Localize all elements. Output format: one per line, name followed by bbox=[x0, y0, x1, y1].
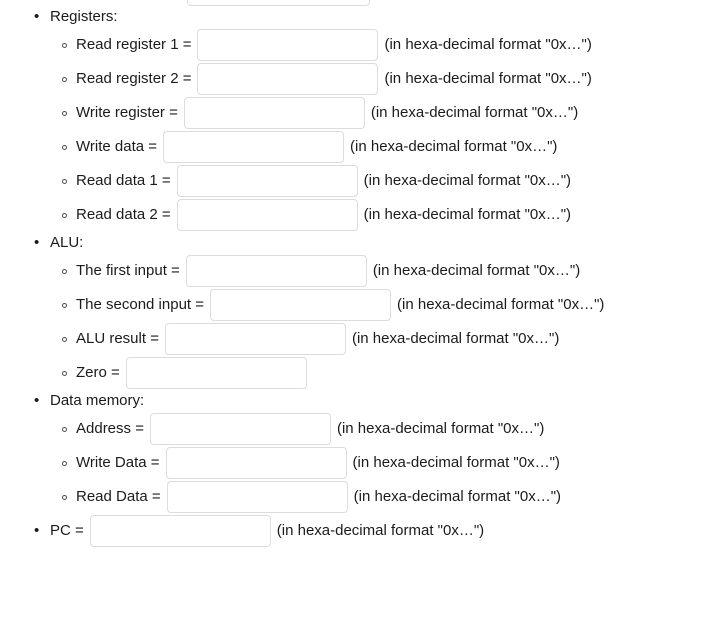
input-registers-read-register-2[interactable] bbox=[197, 63, 379, 95]
field-row-registers-write-register: Write register = (in hexa-decimal format … bbox=[0, 96, 721, 130]
field-label-registers-read-register-2: Read register 2 = bbox=[76, 70, 192, 87]
input-registers-read-data-1[interactable] bbox=[176, 165, 358, 197]
field-row-alu-alu-result: ALU result = (in hexa-decimal format "0x…… bbox=[0, 322, 721, 356]
field-row-alu-second-input: The second input = (in hexa-decimal forma… bbox=[0, 288, 721, 322]
field-label-pc: PC = bbox=[50, 522, 84, 539]
section-registers: Registers: Read register 1 = (in hexa-deci… bbox=[0, 6, 721, 232]
field-label-registers-read-data-2: Read data 2 = bbox=[76, 206, 171, 223]
input-alu-first-input[interactable] bbox=[185, 255, 367, 287]
field-hint-data-memory-read-data: (in hexa-decimal format "0x…") bbox=[353, 488, 562, 505]
section-rows-alu: The first input = (in hexa-decimal format… bbox=[0, 254, 721, 390]
field-label-alu-zero: Zero = bbox=[76, 364, 120, 381]
field-row-pc: PC = (in hexa-decimal format "0x…") bbox=[0, 514, 721, 548]
input-data-memory-write-data[interactable] bbox=[165, 447, 347, 479]
section-label-registers: Registers: bbox=[0, 6, 721, 28]
section-alu: ALU: The first input = (in hexa-decimal fo… bbox=[0, 232, 721, 390]
section-label-alu: ALU: bbox=[0, 232, 721, 254]
field-hint-alu-alu-result: (in hexa-decimal format "0x…") bbox=[351, 330, 560, 347]
field-row-alu-first-input: The first input = (in hexa-decimal format… bbox=[0, 254, 721, 288]
field-row-registers-read-data-1: Read data 1 = (in hexa-decimal format "0x… bbox=[0, 164, 721, 198]
field-hint-alu-second-input: (in hexa-decimal format "0x…") bbox=[397, 296, 605, 313]
field-label-data-memory-read-data: Read Data = bbox=[76, 488, 161, 505]
field-label-registers-read-register-1: Read register 1 = bbox=[76, 36, 192, 53]
field-hint-registers-read-data-2: (in hexa-decimal format "0x…") bbox=[363, 206, 572, 223]
field-hint-registers-read-data-1: (in hexa-decimal format "0x…") bbox=[363, 172, 572, 189]
section-label-data-memory: Data memory: bbox=[0, 390, 721, 412]
field-hint-data-memory-address: (in hexa-decimal format "0x…") bbox=[336, 420, 545, 437]
field-hint-registers-write-register: (in hexa-decimal format "0x…") bbox=[370, 104, 579, 121]
field-hint-registers-read-register-2: (in hexa-decimal format "0x…") bbox=[384, 70, 592, 87]
input-alu-second-input[interactable] bbox=[210, 289, 392, 321]
field-hint-pc: (in hexa-decimal format "0x…") bbox=[276, 522, 485, 539]
field-row-registers-read-data-2: Read data 2 = (in hexa-decimal format "0x… bbox=[0, 198, 721, 232]
field-label-alu-first-input: The first input = bbox=[76, 262, 180, 279]
field-label-alu-alu-result: ALU result = bbox=[76, 330, 159, 347]
field-hint-registers-read-register-1: (in hexa-decimal format "0x…") bbox=[384, 36, 592, 53]
field-row-data-memory-address: Address = (in hexa-decimal format "0x…") bbox=[0, 412, 721, 446]
section-rows-registers: Read register 1 = (in hexa-decimal format… bbox=[0, 28, 721, 232]
field-label-registers-read-data-1: Read data 1 = bbox=[76, 172, 171, 189]
field-label-alu-second-input: The second input = bbox=[76, 296, 205, 313]
form-outline-list: Registers: Read register 1 = (in hexa-deci… bbox=[0, 6, 721, 548]
input-registers-read-data-2[interactable] bbox=[176, 199, 358, 231]
input-pc[interactable] bbox=[89, 515, 271, 547]
input-registers-write-register[interactable] bbox=[183, 97, 365, 129]
input-alu-zero[interactable] bbox=[125, 357, 307, 389]
field-hint-data-memory-write-data: (in hexa-decimal format "0x…") bbox=[352, 454, 560, 471]
field-row-registers-write-data: Write data = (in hexa-decimal format "0x…… bbox=[0, 130, 721, 164]
section-rows-data-memory: Address =(in hexa-decimal format "0x…")W… bbox=[0, 412, 721, 514]
input-registers-write-data[interactable] bbox=[163, 131, 345, 163]
input-data-memory-read-data[interactable] bbox=[166, 481, 348, 513]
field-label-registers-write-data: Write data = bbox=[76, 138, 158, 155]
field-row-data-memory-write-data: Write Data = (in hexa-decimal format "0x…… bbox=[0, 446, 721, 480]
field-label-data-memory-write-data: Write Data = bbox=[76, 454, 160, 471]
field-hint-alu-first-input: (in hexa-decimal format "0x…") bbox=[372, 262, 581, 279]
field-label-data-memory-address: Address = bbox=[76, 420, 144, 437]
field-row-data-memory-read-data: Read Data = (in hexa-decimal format "0x…"… bbox=[0, 480, 721, 514]
field-row-registers-read-register-2: Read register 2 = (in hexa-decimal format… bbox=[0, 62, 721, 96]
field-label-registers-write-register: Write register = bbox=[76, 104, 178, 121]
input-alu-alu-result[interactable] bbox=[164, 323, 346, 355]
field-row-alu-zero: Zero = bbox=[0, 356, 721, 390]
field-hint-registers-write-data: (in hexa-decimal format "0x…") bbox=[350, 138, 558, 155]
input-data-memory-address[interactable] bbox=[149, 413, 331, 445]
section-data-memory: Data memory: Address = (in hexa-decimal fo… bbox=[0, 390, 721, 514]
field-row-registers-read-register-1: Read register 1 = (in hexa-decimal format… bbox=[0, 28, 721, 62]
input-registers-read-register-1[interactable] bbox=[197, 29, 379, 61]
